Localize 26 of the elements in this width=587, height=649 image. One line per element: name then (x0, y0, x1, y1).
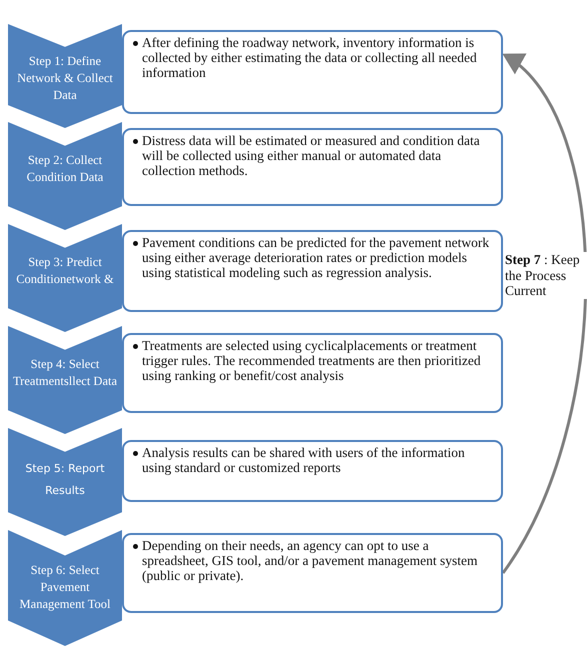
step-label: Step 6: Select Pavement Management Tool (18, 562, 112, 614)
description-box (122, 128, 503, 206)
description-box (122, 533, 503, 613)
chevron-shape (8, 24, 122, 128)
description-box (122, 333, 503, 413)
step-label: Step 1: Define Network & Collect Data (16, 53, 114, 104)
step-label: Step 2: Collect Condition Data (26, 152, 104, 186)
description-text: After defining the roadway network, inventory information is collected by either estimating the data or collecting all needed information (142, 36, 478, 81)
description-text: Depending on their needs, an agency can opt to use a spreadsheet, GIS tool, and/or a pavement management system (public or private). (142, 539, 479, 584)
step-label: Step 3: Predict Conditionetwork & (15, 254, 115, 288)
step-label: Step 4: Select Treatmentsllect Data (12, 356, 118, 390)
description-text: Treatments are selected using cyclicalplacements or treatment trigger rules. The recommended treatments are then prioritized using ranking or benefit/cost analysis (142, 339, 482, 384)
step-label: Step 5: Report Results (24, 461, 106, 500)
description-text: Distress data will be estimated or measured and condition data will be collected using either manual or automated data collection methods. (142, 134, 481, 179)
chevron-shape (8, 530, 122, 646)
chevron-shape (8, 224, 122, 332)
chevron-shape (8, 428, 122, 536)
chevron-shape (8, 122, 122, 230)
chevron-shape (8, 326, 122, 434)
edge-label: Step 7 : Keep the Process Current (505, 252, 587, 299)
curved-arrow (502, 53, 587, 574)
description-box (122, 30, 503, 114)
description-box (122, 230, 503, 312)
description-text: Analysis results can be shared with users of the information using standard or customized reports (142, 446, 466, 476)
description-box (122, 440, 503, 502)
description-text: Pavement conditions can be predicted for the pavement network using either average deterioration rates or prediction models using statistical modeling such as regression analysis. (142, 236, 490, 281)
